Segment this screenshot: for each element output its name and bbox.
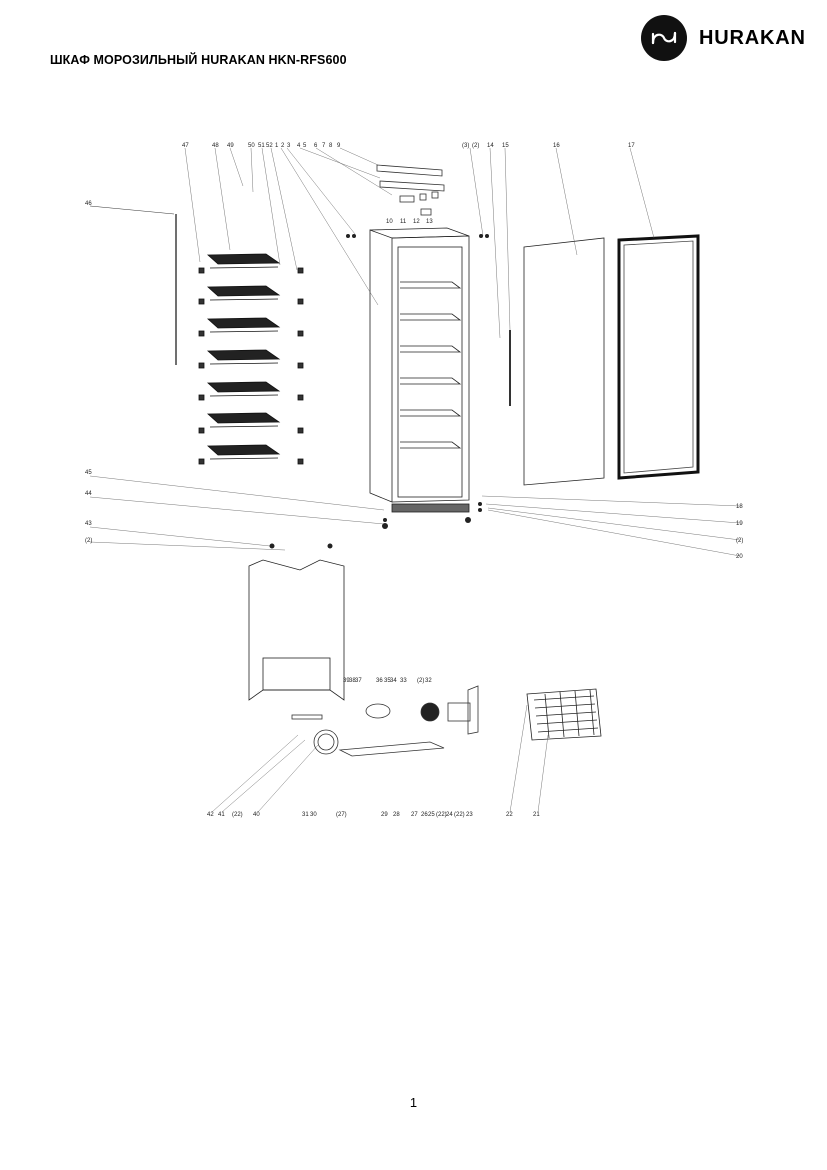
callout-label: 46	[85, 201, 92, 207]
callout-label: 15	[502, 143, 509, 149]
callout-label: 43	[85, 521, 92, 527]
page-number: 1	[409, 1095, 418, 1110]
callout-label: 40	[253, 812, 260, 818]
callout-label: 33	[400, 678, 407, 684]
callout-label: 3	[287, 143, 291, 149]
callout-label: 38	[349, 678, 356, 684]
callout-label: (2)	[417, 678, 424, 684]
callout-label: 7	[322, 143, 326, 149]
callout-label: 36	[376, 678, 383, 684]
callout-label: 14	[487, 143, 494, 149]
callout-label: 23	[466, 812, 473, 818]
callout-label: 16	[553, 143, 560, 149]
callout-label: 17	[628, 143, 635, 149]
callout-label: 12	[413, 219, 420, 225]
callout-label: 42	[207, 812, 214, 818]
callout-label: 29	[381, 812, 388, 818]
callout-label: 10	[386, 219, 393, 225]
callout-label: 32	[425, 678, 432, 684]
callout-label: 8	[329, 143, 333, 149]
callout-label: (22)	[454, 812, 465, 818]
callout-label: 20	[736, 554, 743, 560]
callout-label: (22)	[436, 812, 447, 818]
callout-label: 18	[736, 504, 743, 510]
callout-label: 31	[302, 812, 309, 818]
callout-label: 26	[421, 812, 428, 818]
callout-label: 50	[248, 143, 255, 149]
callout-label: 28	[393, 812, 400, 818]
callout-label: (22)	[232, 812, 243, 818]
brand-name: HURAKAN	[699, 26, 806, 49]
callout-label: 44	[85, 491, 92, 497]
callout-label: 19	[736, 521, 743, 527]
callout-label: 30	[310, 812, 317, 818]
callout-label: 6	[314, 143, 318, 149]
callout-label: 27	[411, 812, 418, 818]
condenser-grid	[526, 688, 602, 741]
callout-label: 5	[303, 143, 307, 149]
callout-label: 41	[218, 812, 225, 818]
callout-label: 49	[227, 143, 234, 149]
callout-label: 51	[258, 143, 265, 149]
callout-label: (2)	[85, 538, 92, 544]
callout-label: 39	[343, 678, 350, 684]
callout-label: 47	[182, 143, 189, 149]
callout-label: (2)	[736, 538, 743, 544]
callout-label: 35	[384, 678, 391, 684]
callout-label: 1	[275, 143, 279, 149]
callout-label: 22	[506, 812, 513, 818]
callout-label: 4	[297, 143, 301, 149]
brand: HURAKAN	[641, 15, 806, 61]
callout-label: 2	[281, 143, 285, 149]
callout-label: 13	[426, 219, 433, 225]
shelves	[198, 253, 304, 465]
callout-label: (27)	[336, 812, 347, 818]
callout-label: 25	[428, 812, 435, 818]
hurakan-logo-icon	[641, 15, 687, 61]
callout-label: 9	[337, 143, 341, 149]
callout-label: (2)	[472, 143, 479, 149]
callout-label: 21	[533, 812, 540, 818]
cabinet-back	[248, 559, 345, 701]
callout-label: (3)	[462, 143, 469, 149]
callout-label: 24	[446, 812, 453, 818]
callout-label: 45	[85, 470, 92, 476]
document-title: ШКАФ МОРОЗИЛЬНЫЙ HURAKAN HKN-RFS600	[50, 53, 347, 67]
callout-label: 52	[266, 143, 273, 149]
callout-label: 34	[390, 678, 397, 684]
callout-labels: 47 48 49 50 51 52 1 2 3 4 5 6 7 8 9 (3) …	[85, 143, 743, 818]
callout-label: 11	[400, 219, 407, 225]
cabinet-body	[369, 227, 470, 513]
callout-label: 48	[212, 143, 219, 149]
callout-label: 37	[355, 678, 362, 684]
